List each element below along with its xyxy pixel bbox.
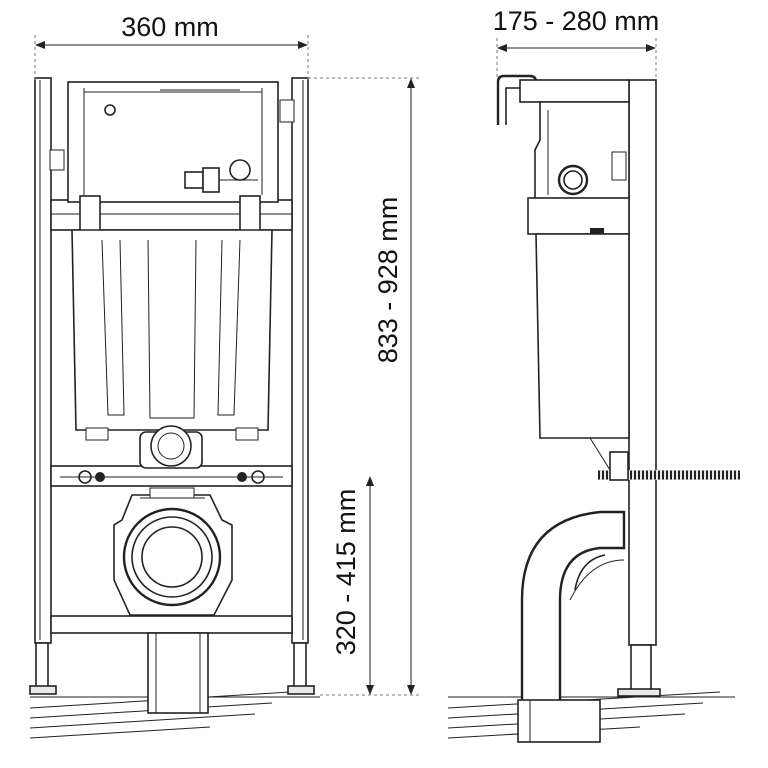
- depth-label: 175 - 280 mm: [493, 6, 660, 36]
- dimension-depth: 175 - 280 mm: [493, 6, 660, 80]
- side-cistern-upper: [527, 101, 630, 240]
- dimension-total-height: 833 - 928 mm: [308, 77, 420, 696]
- side-view: [447, 74, 740, 743]
- width-label: 360 mm: [121, 12, 219, 42]
- threaded-rod: [598, 451, 740, 481]
- right-frame-post: [287, 77, 315, 695]
- front-view: [29, 77, 320, 739]
- outlet-height-label: 320 - 415 mm: [331, 489, 361, 656]
- dimension-outlet-height: 320 - 415 mm: [331, 476, 374, 695]
- front-outlet-bend: [113, 487, 233, 714]
- dimension-width: 360 mm: [34, 12, 309, 80]
- cistern-tank: [71, 229, 273, 441]
- wall-hook: [496, 74, 630, 125]
- total-height-label: 833 - 928 mm: [373, 197, 403, 364]
- side-frame-post: [617, 79, 661, 697]
- rail-bolts: [60, 470, 283, 484]
- side-cistern-tank: [535, 233, 630, 471]
- cistern-top: [49, 81, 295, 235]
- side-outlet-pipe: [517, 510, 626, 743]
- flush-pipe: [139, 425, 203, 469]
- left-frame-post: [29, 77, 57, 695]
